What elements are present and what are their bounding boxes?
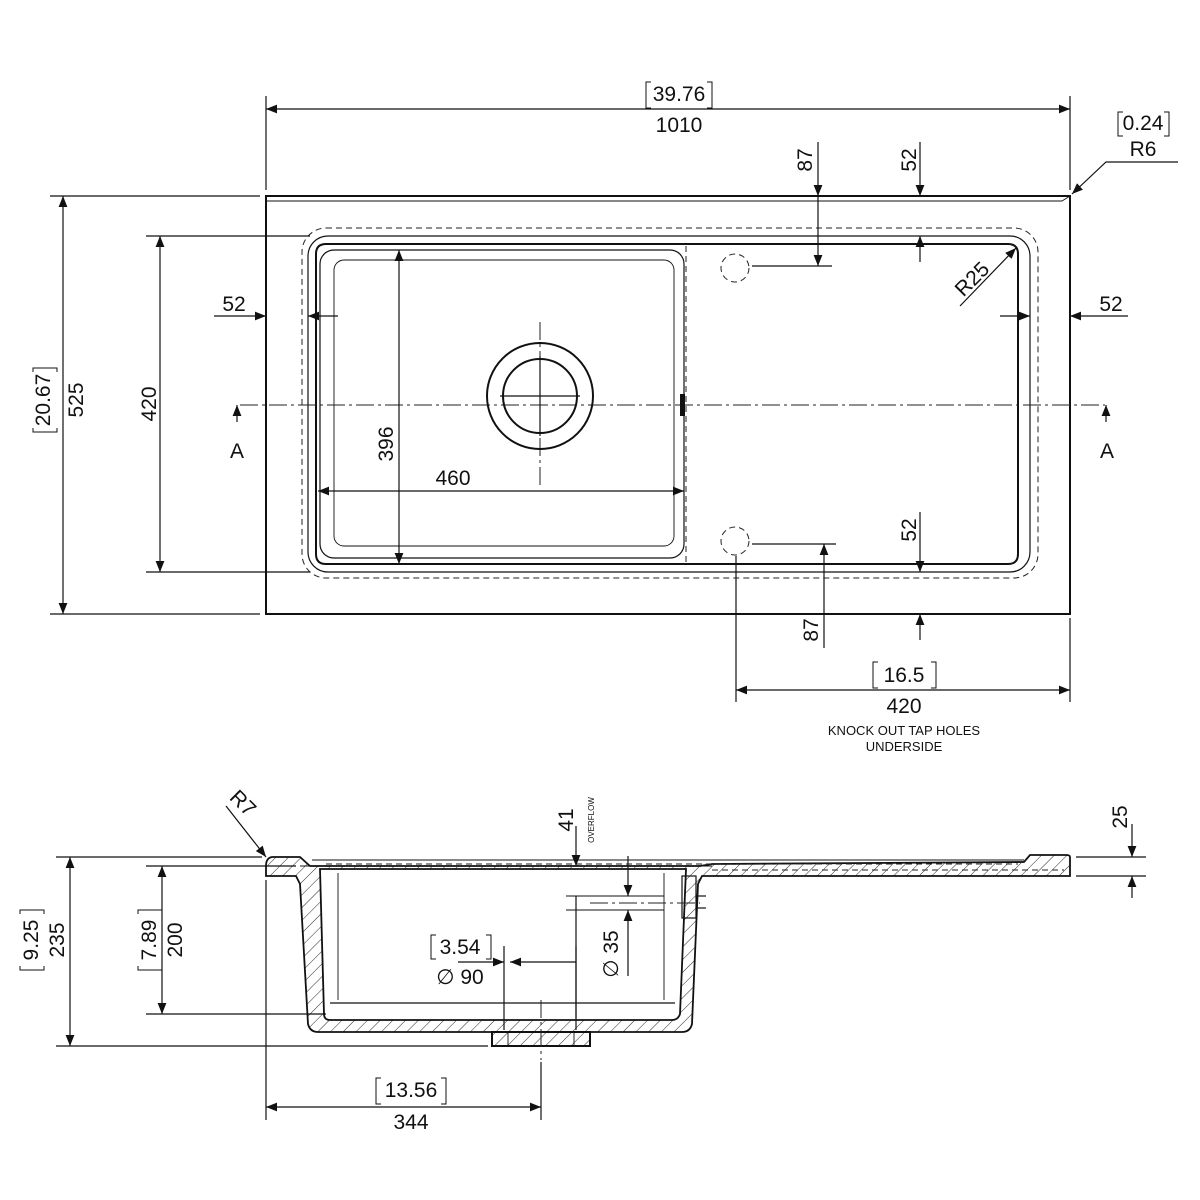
bowl-depth-mm: 200 [164, 922, 187, 957]
tap-hole-bottom [720, 526, 750, 556]
overflow-fitting [681, 875, 697, 919]
waste-diameter-inch: 3.54 [440, 936, 481, 959]
waste-diameter-mm: ∅ 90 [436, 966, 484, 989]
section-view: R7 41 OVERFLOW 25 9.25 235 7.89 200 3.54 [19, 786, 1146, 1134]
tap-hole-top-offset-label: 87 [794, 148, 817, 171]
overflow-label: OVERFLOW [587, 797, 596, 843]
bowl-inner-outline [333, 259, 675, 547]
tap-hole-bottom-offset-label: 87 [800, 618, 823, 641]
waste-offset-inch: 13.56 [385, 1079, 438, 1102]
overall-depth-mm: 235 [46, 922, 69, 957]
bowl-depth-inch: 7.89 [138, 920, 161, 961]
bowl-inner-width-label: 396 [375, 426, 398, 461]
overall-width-inch: 20.67 [32, 374, 55, 427]
overall-depth-inch: 9.25 [20, 920, 43, 961]
knock-out-note-line1: KNOCK OUT TAP HOLES [828, 723, 981, 738]
inner-perimeter [307, 235, 1031, 573]
section-body [265, 854, 1071, 1047]
waste-outlet [486, 342, 594, 450]
bowl-width-label: 420 [138, 386, 161, 421]
deck-thickness-label: 25 [1109, 805, 1132, 828]
bowl-length-label: 460 [435, 467, 470, 490]
overflow-diameter-label: ∅ 35 [600, 930, 623, 978]
overflow-slot [680, 394, 685, 416]
overall-length-mm: 1010 [656, 114, 703, 137]
corner-radius-inch: 0.24 [1123, 112, 1164, 135]
tap-hole-top [720, 253, 750, 283]
right-margin-label: 52 [1099, 293, 1122, 316]
knock-out-note-line2: UNDERSIDE [866, 739, 943, 754]
overflow-height-label: 41 [555, 808, 578, 831]
recess-outline [301, 227, 1039, 579]
drainer-radius-label: R25 [951, 258, 995, 302]
overall-length-inch: 39.76 [653, 83, 706, 106]
overall-width-mm: 525 [65, 382, 88, 417]
plan-view: 39.76 1010 0.24 R6 20.67 525 420 396 460… [32, 81, 1178, 754]
bowl-outline [319, 249, 685, 559]
tap-hole-distance-inch: 16.5 [884, 664, 925, 687]
tap-hole-distance-mm: 420 [886, 695, 921, 718]
bottom-margin-label: 52 [898, 518, 921, 541]
left-margin-label: 52 [222, 293, 245, 316]
edge-radius-label: R7 [225, 786, 260, 821]
top-margin-label: 52 [898, 148, 921, 171]
waste-offset-mm: 344 [393, 1111, 428, 1134]
section-marker-right: A [1100, 440, 1114, 463]
section-marker-left: A [230, 440, 244, 463]
corner-radius-mm: R6 [1130, 138, 1157, 161]
